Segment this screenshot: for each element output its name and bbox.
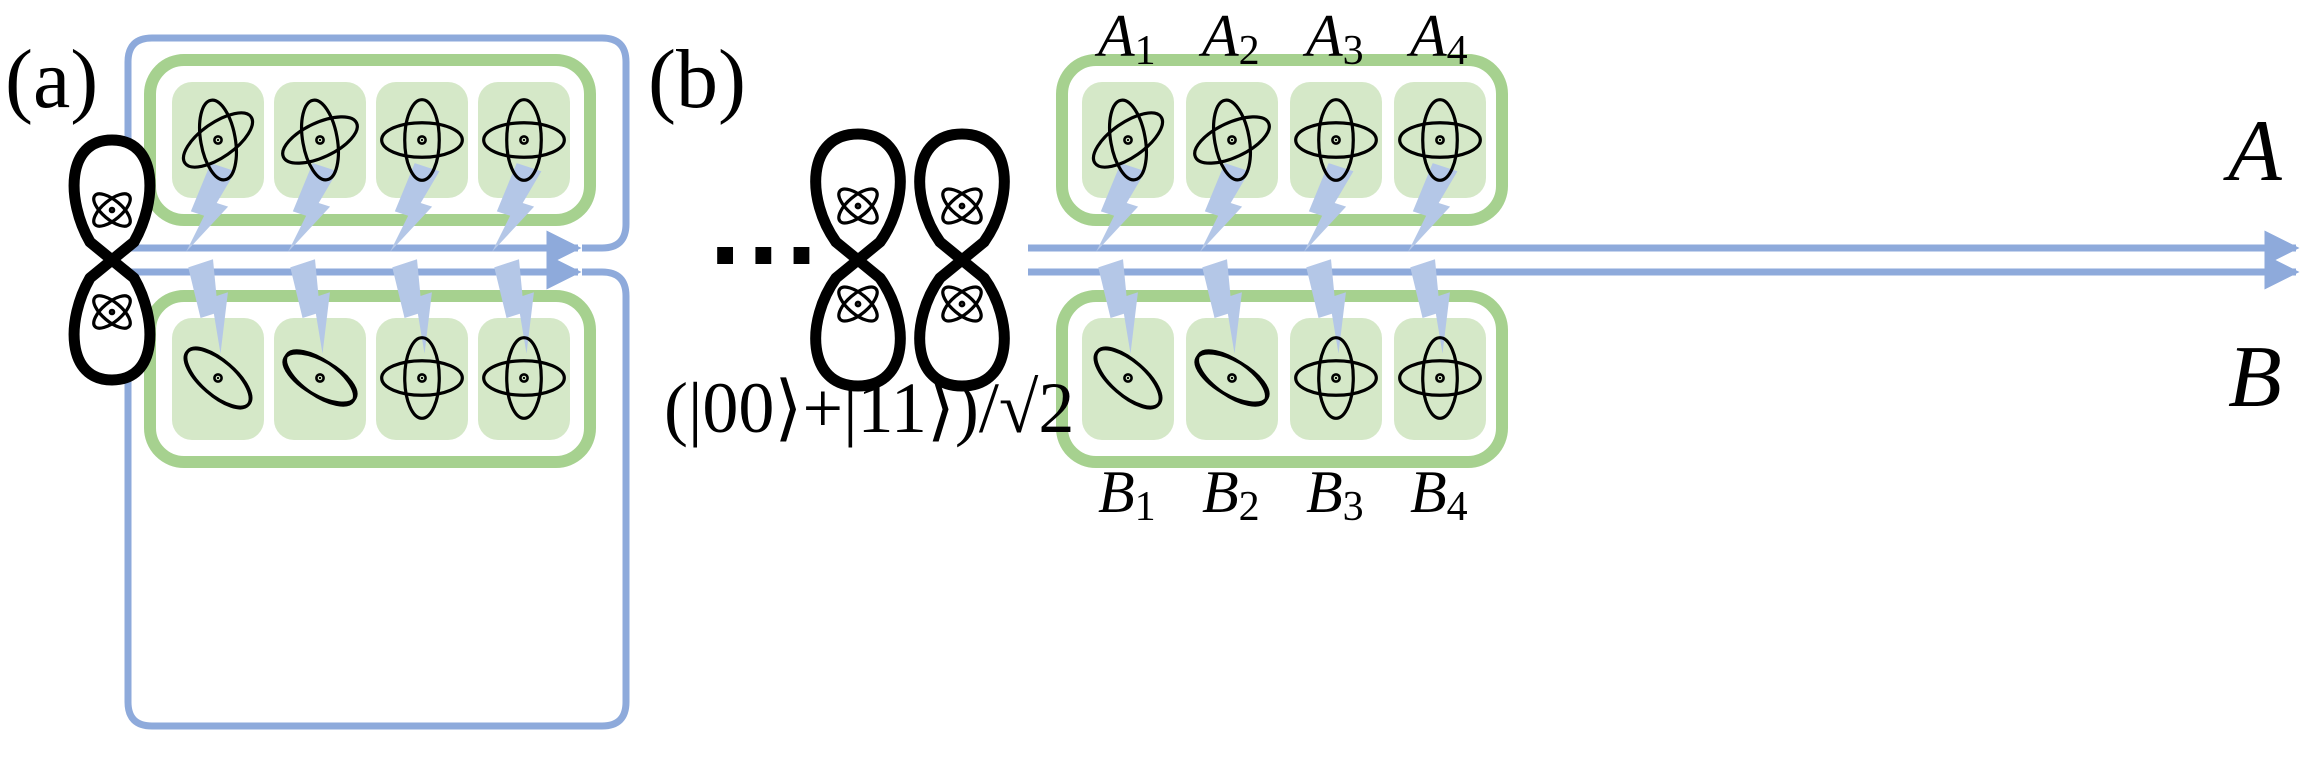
atom-icon [1194,349,1270,407]
atom-icon [1294,98,1378,182]
lightning-bolt-icon [188,259,228,354]
bell-state-formula: (|00⟩+|11⟩)/√2 [664,368,1075,448]
lightning-bolt-icon [1410,259,1450,354]
atom-icon [837,187,879,225]
atom-icon [1193,98,1271,182]
qubit-label-a4: A4 [1410,3,1468,74]
atom-icon [941,285,983,323]
lightning-bolt-icon [1304,163,1354,252]
atom-icon [282,349,358,407]
lightning-bolt-icon [392,259,432,354]
lightning-bolt-icon [1306,259,1346,354]
atom-icon [1093,346,1163,410]
atom-icon [181,98,255,182]
atom-icon [281,98,359,182]
lightning-bolt-icon [1200,163,1250,252]
atom-icon [837,285,879,323]
channel-loop-bottom [124,268,630,730]
atom-icon [380,98,464,182]
atom-icon [482,98,566,182]
atom-icon [183,346,253,410]
qubit-label-a2: A2 [1202,3,1260,74]
qubit-label-a3: A3 [1306,3,1364,74]
atom-icon [1398,98,1482,182]
qubit-label-b4: B4 [1410,459,1468,530]
atom-icon [941,187,983,225]
register-a-box [144,54,596,226]
panel-label-b: (b) [648,33,746,126]
lightning-bolt-icon [186,163,236,252]
lightning-bolt-icon [290,259,330,354]
register-b-box [144,290,596,468]
figure-eight-icon [68,134,156,386]
atom-icon [92,192,132,228]
register-letter-a: A [2228,103,2282,200]
qubit-label-a1: A1 [1098,3,1156,74]
qubit-label-b2: B2 [1202,459,1260,530]
lightning-bolt-icon [1096,163,1146,252]
lightning-bolt-icon [1098,259,1138,354]
qubit-label-b3: B3 [1306,459,1364,530]
atom-icon [1398,336,1482,420]
register-a-box [1056,54,1508,226]
lightning-bolt-icon [492,163,542,252]
atom-icon [1091,98,1165,182]
lightning-bolt-icon [1408,163,1458,252]
register-letter-b: B [2228,329,2282,426]
qubit-label-b1: B1 [1098,459,1156,530]
panel-label-a: (a) [5,33,99,126]
ellipsis: ··· [708,204,823,309]
figure-eight-icon [810,128,906,392]
figure-eight-icon [914,128,1010,392]
atom-icon [1294,336,1378,420]
atom-icon [482,336,566,420]
register-b-box [1056,290,1508,468]
atom-icon [380,336,464,420]
lightning-bolt-icon [288,163,338,252]
channel-loop-top [124,34,630,252]
atom-icon [92,294,132,330]
lightning-bolt-icon [1202,259,1242,354]
lightning-bolt-icon [494,259,534,354]
lightning-bolt-icon [390,163,440,252]
